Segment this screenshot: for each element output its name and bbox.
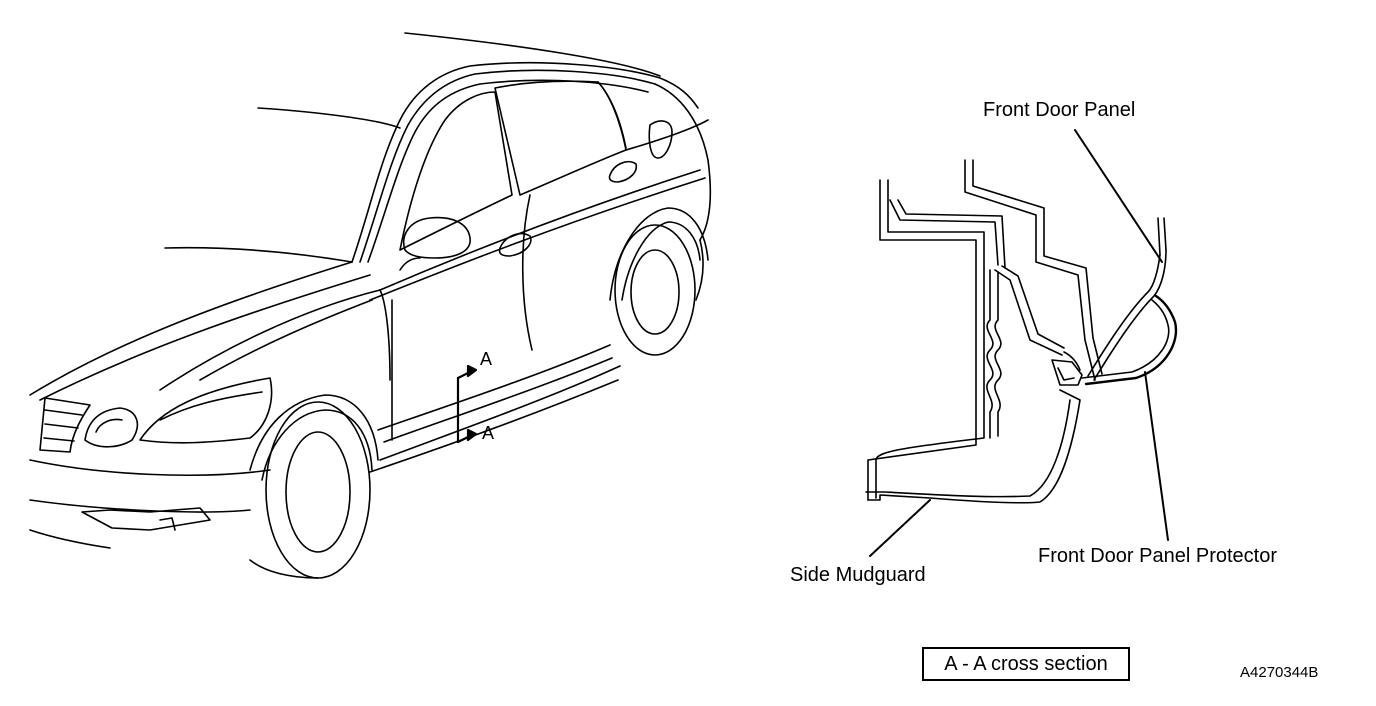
front-door-panel-label: Front Door Panel bbox=[983, 99, 1136, 121]
cross-section-drawing bbox=[865, 159, 1178, 504]
leader-lines bbox=[869, 129, 1169, 557]
section-cut-marker bbox=[456, 364, 478, 444]
section-marker-bottom-label: A bbox=[482, 423, 495, 443]
front-door-panel-protector-label: Front Door Panel Protector bbox=[1038, 545, 1277, 567]
figure-code: A4270344B bbox=[1240, 664, 1319, 681]
side-mudguard-label: Side Mudguard bbox=[790, 564, 926, 586]
car-illustration bbox=[29, 32, 712, 579]
cross-section-caption: A - A cross section bbox=[922, 647, 1130, 681]
section-marker-top-label: A bbox=[480, 349, 493, 369]
